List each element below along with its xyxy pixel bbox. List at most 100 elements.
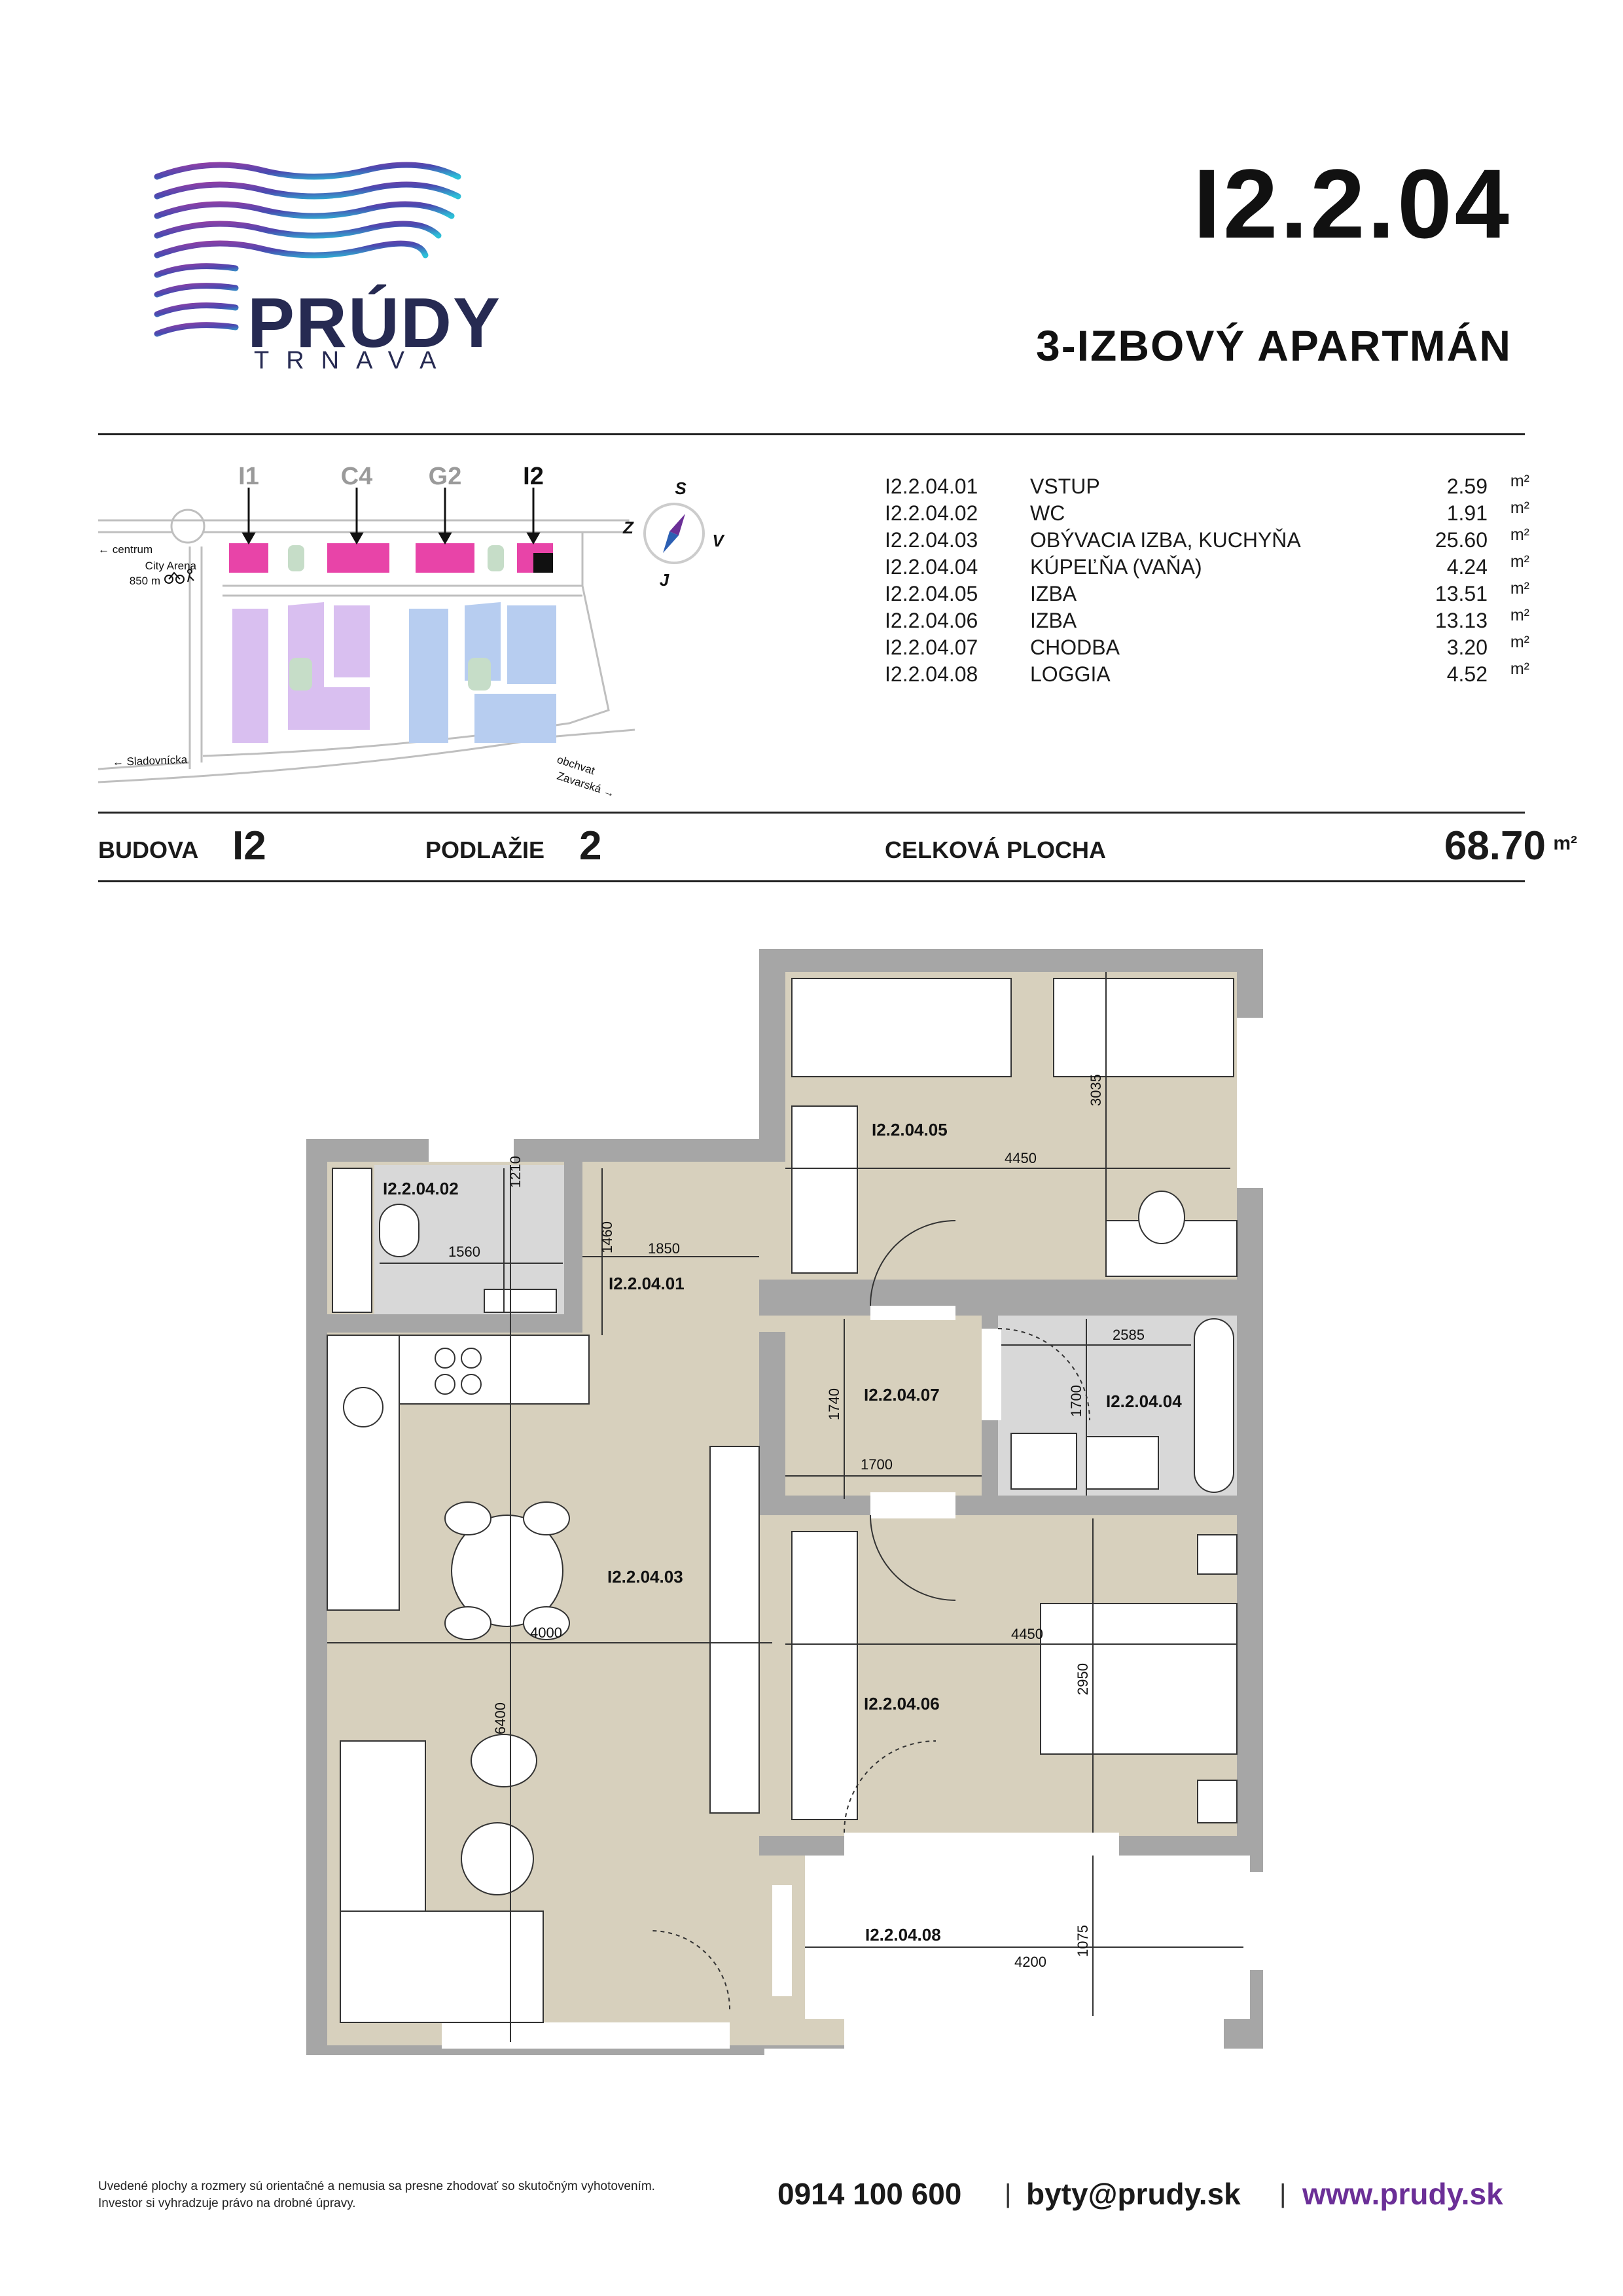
site-label-g2: G2 [429,463,462,490]
stove-icon [461,1348,482,1369]
door-opening [870,1306,955,1320]
brand-city: TRNAVA [254,347,454,374]
dim-text: 4450 [1011,1626,1043,1642]
room-id: I2.2.04.08 [885,662,978,686]
plan-label-room-08: I2.2.04.08 [865,1925,941,1945]
plan-label-room-04: I2.2.04.04 [1106,1391,1182,1411]
room-area: 25.60 [1435,528,1488,552]
site-label-arena: City Arena [145,560,197,572]
floor-corridor [785,1316,982,1499]
plan-label-room-07: I2.2.04.07 [864,1385,940,1405]
dim-text: 4000 [530,1624,562,1641]
window [1237,1018,1263,1188]
contact-separator: | [1279,2179,1287,2208]
wall-internal [759,1496,1243,1515]
plan-label-room-03: I2.2.04.03 [607,1567,683,1587]
room-area: 13.13 [1435,609,1488,632]
dim-text: 2950 [1075,1663,1091,1695]
bed-icon [1040,1603,1238,1755]
wall-internal [564,1162,582,1319]
compass-south: J [660,570,669,589]
dim-text: 6400 [492,1702,508,1734]
bathtub-icon [1194,1318,1234,1493]
bed-icon [1053,978,1234,1077]
site-building-g2 [416,543,474,573]
room-unit: m² [1510,606,1529,624]
room-id: I2.2.04.01 [885,475,978,498]
room-id: I2.2.04.05 [885,582,978,605]
wall-internal [327,1314,582,1333]
window [844,1833,1119,1859]
room-name: KÚPEĽŇA (VAŇA) [1030,555,1202,579]
plan-label-room-06: I2.2.04.06 [864,1694,940,1713]
dim-text: 1460 [599,1221,615,1253]
coffee-table [461,1822,534,1895]
contact-phone[interactable]: 0914 100 600 [777,2177,962,2211]
unit-type: 3-IZBOVÝ APARTMÁN [1036,321,1512,370]
summary-divider-top [98,812,1525,814]
room-area: 1.91 [1446,501,1488,525]
toilet-icon [379,1204,419,1257]
floor-plan: I2.2.04.05 I2.2.04.02 I2.2.04.01 I2.2.04… [306,949,1263,2055]
room-unit: m² [1510,660,1529,678]
site-label-distance: 850 m [130,575,160,587]
room-id: I2.2.04.02 [885,501,978,525]
wall-internal [759,1280,1243,1316]
window [429,1139,514,1162]
dim-text: 1075 [1075,1925,1091,1957]
window [844,2019,1224,2049]
room-name: IZBA [1030,582,1077,605]
building-value: I2 [232,823,266,869]
compass-east: V [712,531,725,550]
compass-icon: S J Z V [622,478,725,589]
site-label-i1: I1 [238,463,259,490]
contact-web-link[interactable]: www.prudy.sk [1302,2177,1503,2211]
roundabout [170,509,205,544]
chair-icon [523,1501,570,1535]
site-plan: I1 C4 G2 I2 ← centrum City Arena 850 m ←… [98,463,635,800]
chair-icon [523,1606,570,1640]
plan-label-room-02: I2.2.04.02 [383,1179,459,1198]
contact-email[interactable]: byty@prudy.sk [1026,2177,1241,2211]
total-area-label: CELKOVÁ PLOCHA [885,836,1107,863]
room-name: OBÝVACIA IZBA, KUCHYŇA [1030,528,1301,552]
room-id: I2.2.04.03 [885,528,978,552]
compass-north: S [675,478,687,498]
chair-icon [1138,1191,1185,1244]
building-label: BUDOVA [98,836,199,863]
wardrobe [791,1105,858,1274]
site-label-sladovnicka: ← Sladovnícka [112,753,187,768]
dim-text: 4450 [1005,1150,1037,1166]
nightstand [1197,1534,1238,1575]
sink-icon [343,1387,383,1427]
room-unit: m² [1510,472,1529,490]
door-opening [982,1329,1001,1420]
floor-value: 2 [579,823,602,869]
dining-table [451,1515,563,1627]
window [442,2022,730,2049]
sofa-icon [340,1910,544,2023]
room-unit: m² [1510,633,1529,651]
room-area: 4.24 [1446,555,1488,579]
room-id: I2.2.04.06 [885,609,978,632]
compass-west: Z [622,518,634,537]
total-area-value: 68.70 [1444,823,1546,869]
window [772,1885,792,1996]
dim-text: 1850 [648,1240,680,1257]
room-id: I2.2.04.07 [885,636,978,659]
chair-icon [444,1606,491,1640]
site-label-i2: I2 [523,463,544,490]
cabinet [332,1168,372,1313]
dim-text: 1210 [507,1156,524,1188]
site-label-c4: C4 [341,463,373,490]
floor-loggia [805,1856,1250,2019]
wall-internal [759,1332,785,1509]
total-area-unit: m² [1553,833,1577,854]
disclaimer-line: Uvedené plochy a rozmery sú orientačné a… [98,2179,655,2193]
dim-text: 1560 [448,1244,480,1260]
bed-icon [791,978,1012,1077]
contact-separator: | [1005,2179,1012,2208]
